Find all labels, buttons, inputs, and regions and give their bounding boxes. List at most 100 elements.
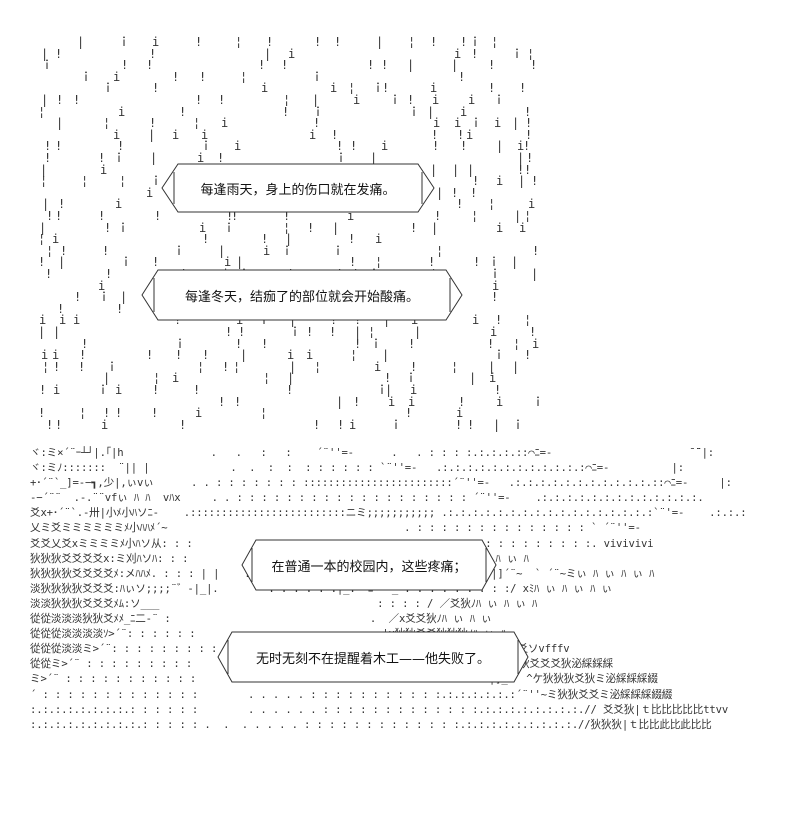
rain-drop: | — [512, 360, 520, 374]
rain-drop: ! — [202, 348, 210, 362]
rain-drop: i — [113, 128, 121, 142]
rain-drop: ! — [152, 81, 160, 95]
rain-drop: i — [113, 70, 121, 84]
rain-drop: ｉ — [372, 81, 385, 95]
rain-drop: i — [349, 418, 357, 432]
rain-drop: ! — [407, 93, 415, 107]
caption-text: 每逢雨天，身上的伤口就在发痛。 — [200, 182, 396, 198]
rain-drop: | — [414, 325, 422, 339]
rain-drop: ! — [98, 151, 106, 165]
rain-drop: ! — [432, 139, 440, 153]
rain-drop: i — [201, 128, 209, 142]
rain-drop: ! — [258, 58, 266, 72]
rain-drop: ! — [491, 290, 499, 304]
rain-drop: ! — [456, 197, 464, 211]
rain-drop: ¦ — [42, 360, 50, 374]
rain-drop: ! — [458, 395, 466, 409]
rain-drop: ¦ — [513, 337, 521, 351]
rain-drop: i — [388, 395, 396, 409]
rain-drop: | — [469, 371, 477, 385]
rain-drop: ! — [79, 348, 87, 362]
bubble-frame — [141, 269, 463, 321]
rain-drop: ! — [430, 35, 438, 49]
rain-drop: ! — [55, 209, 63, 223]
caption-bubble-3: 在普通一本的校园内，这些疼痛； — [240, 538, 498, 592]
rain-drop: ¦ — [451, 360, 459, 374]
rain-drop: ¦ — [283, 221, 291, 235]
rain-drop: | — [218, 244, 226, 258]
rain-drop: ! — [44, 151, 52, 165]
rain-drop: i — [490, 325, 498, 339]
rain-drop: i — [353, 93, 361, 107]
rain-drop: ! — [195, 93, 203, 107]
rain-drop: ! — [222, 360, 230, 374]
rain-drop: ! — [526, 151, 534, 165]
rain-drop: ｉ — [512, 418, 525, 432]
rain-drop: ! — [488, 58, 496, 72]
rain-drop: ! — [116, 302, 124, 316]
rain-drop: | — [39, 221, 47, 235]
rain-drop: i — [224, 255, 232, 269]
rain-drop: | — [38, 325, 46, 339]
rain-drop: ! — [105, 267, 113, 281]
rain-drop: ! — [354, 337, 362, 351]
rain-drop: ! — [405, 406, 413, 420]
rain-drop: i — [460, 105, 468, 119]
rain-drop: | — [451, 58, 459, 72]
rain-drop: i — [197, 151, 205, 165]
rain-drop: | — [427, 105, 435, 119]
rain-drop: ¦ — [38, 232, 46, 246]
rain-drop: ! — [348, 232, 356, 246]
rain-drop: i — [517, 139, 525, 153]
rain-drop: ! — [517, 163, 525, 177]
rain-drop: ! — [286, 383, 294, 397]
rain-drop: ｉ — [470, 116, 483, 130]
rain-drop: | — [430, 163, 438, 177]
rain-drop: ｉ — [281, 244, 294, 258]
rain-drop: ¦ — [81, 174, 89, 188]
rain-drop: ! — [195, 35, 203, 49]
rain-drop: | — [467, 163, 475, 177]
rain-drop: ¦ — [193, 116, 201, 130]
rain-drop: ｉ — [390, 418, 403, 432]
rain-drop: ! — [38, 255, 46, 269]
rain-drop: ｉ — [174, 337, 187, 351]
rain-drop: ! — [382, 81, 390, 95]
rain-drop: i — [430, 81, 438, 95]
rain-drop: | — [436, 186, 444, 200]
rain-drop: i — [374, 360, 382, 374]
rain-drop: | — [431, 221, 439, 235]
rain-drop: ! — [217, 151, 225, 165]
rain-drop: ! — [45, 267, 53, 281]
rain-drop: ¦ — [436, 244, 444, 258]
rain-drop: i — [532, 337, 540, 351]
rain-drop: i — [309, 128, 317, 142]
rain-drop: ! — [336, 139, 344, 153]
rain-drop: | — [312, 93, 320, 107]
rain-drop: | — [77, 35, 85, 49]
bubble-frame — [161, 163, 435, 213]
rain-drop: | — [382, 348, 390, 362]
rain-drop: | — [120, 290, 128, 304]
rain-drop: ¦ — [260, 406, 268, 420]
rain-drop: ｉ — [120, 255, 133, 269]
rain-drop: | — [287, 371, 295, 385]
rain-drop: ! — [487, 337, 495, 351]
rain-drop: ｉ — [200, 139, 213, 153]
rain-drop: ! — [313, 116, 321, 130]
rain-drop: i — [115, 197, 123, 211]
rain-drop: ! — [235, 337, 243, 351]
rain-drop: i — [347, 209, 355, 223]
rain-drop: ¦ — [40, 174, 48, 188]
rain-drop: i — [118, 105, 126, 119]
rain-drop: ! — [238, 325, 246, 339]
rain-drop: ! — [495, 313, 503, 327]
rain-drop: ! — [74, 290, 82, 304]
rain-drop: i — [39, 313, 47, 327]
rain-drop: ¦ — [119, 174, 127, 188]
rain-drop: ! — [202, 232, 210, 246]
bubble-frame — [241, 539, 497, 591]
rain-drop: i — [52, 348, 60, 362]
rain-drop: ! — [532, 244, 540, 258]
rain-drop: ｉ — [332, 244, 345, 258]
